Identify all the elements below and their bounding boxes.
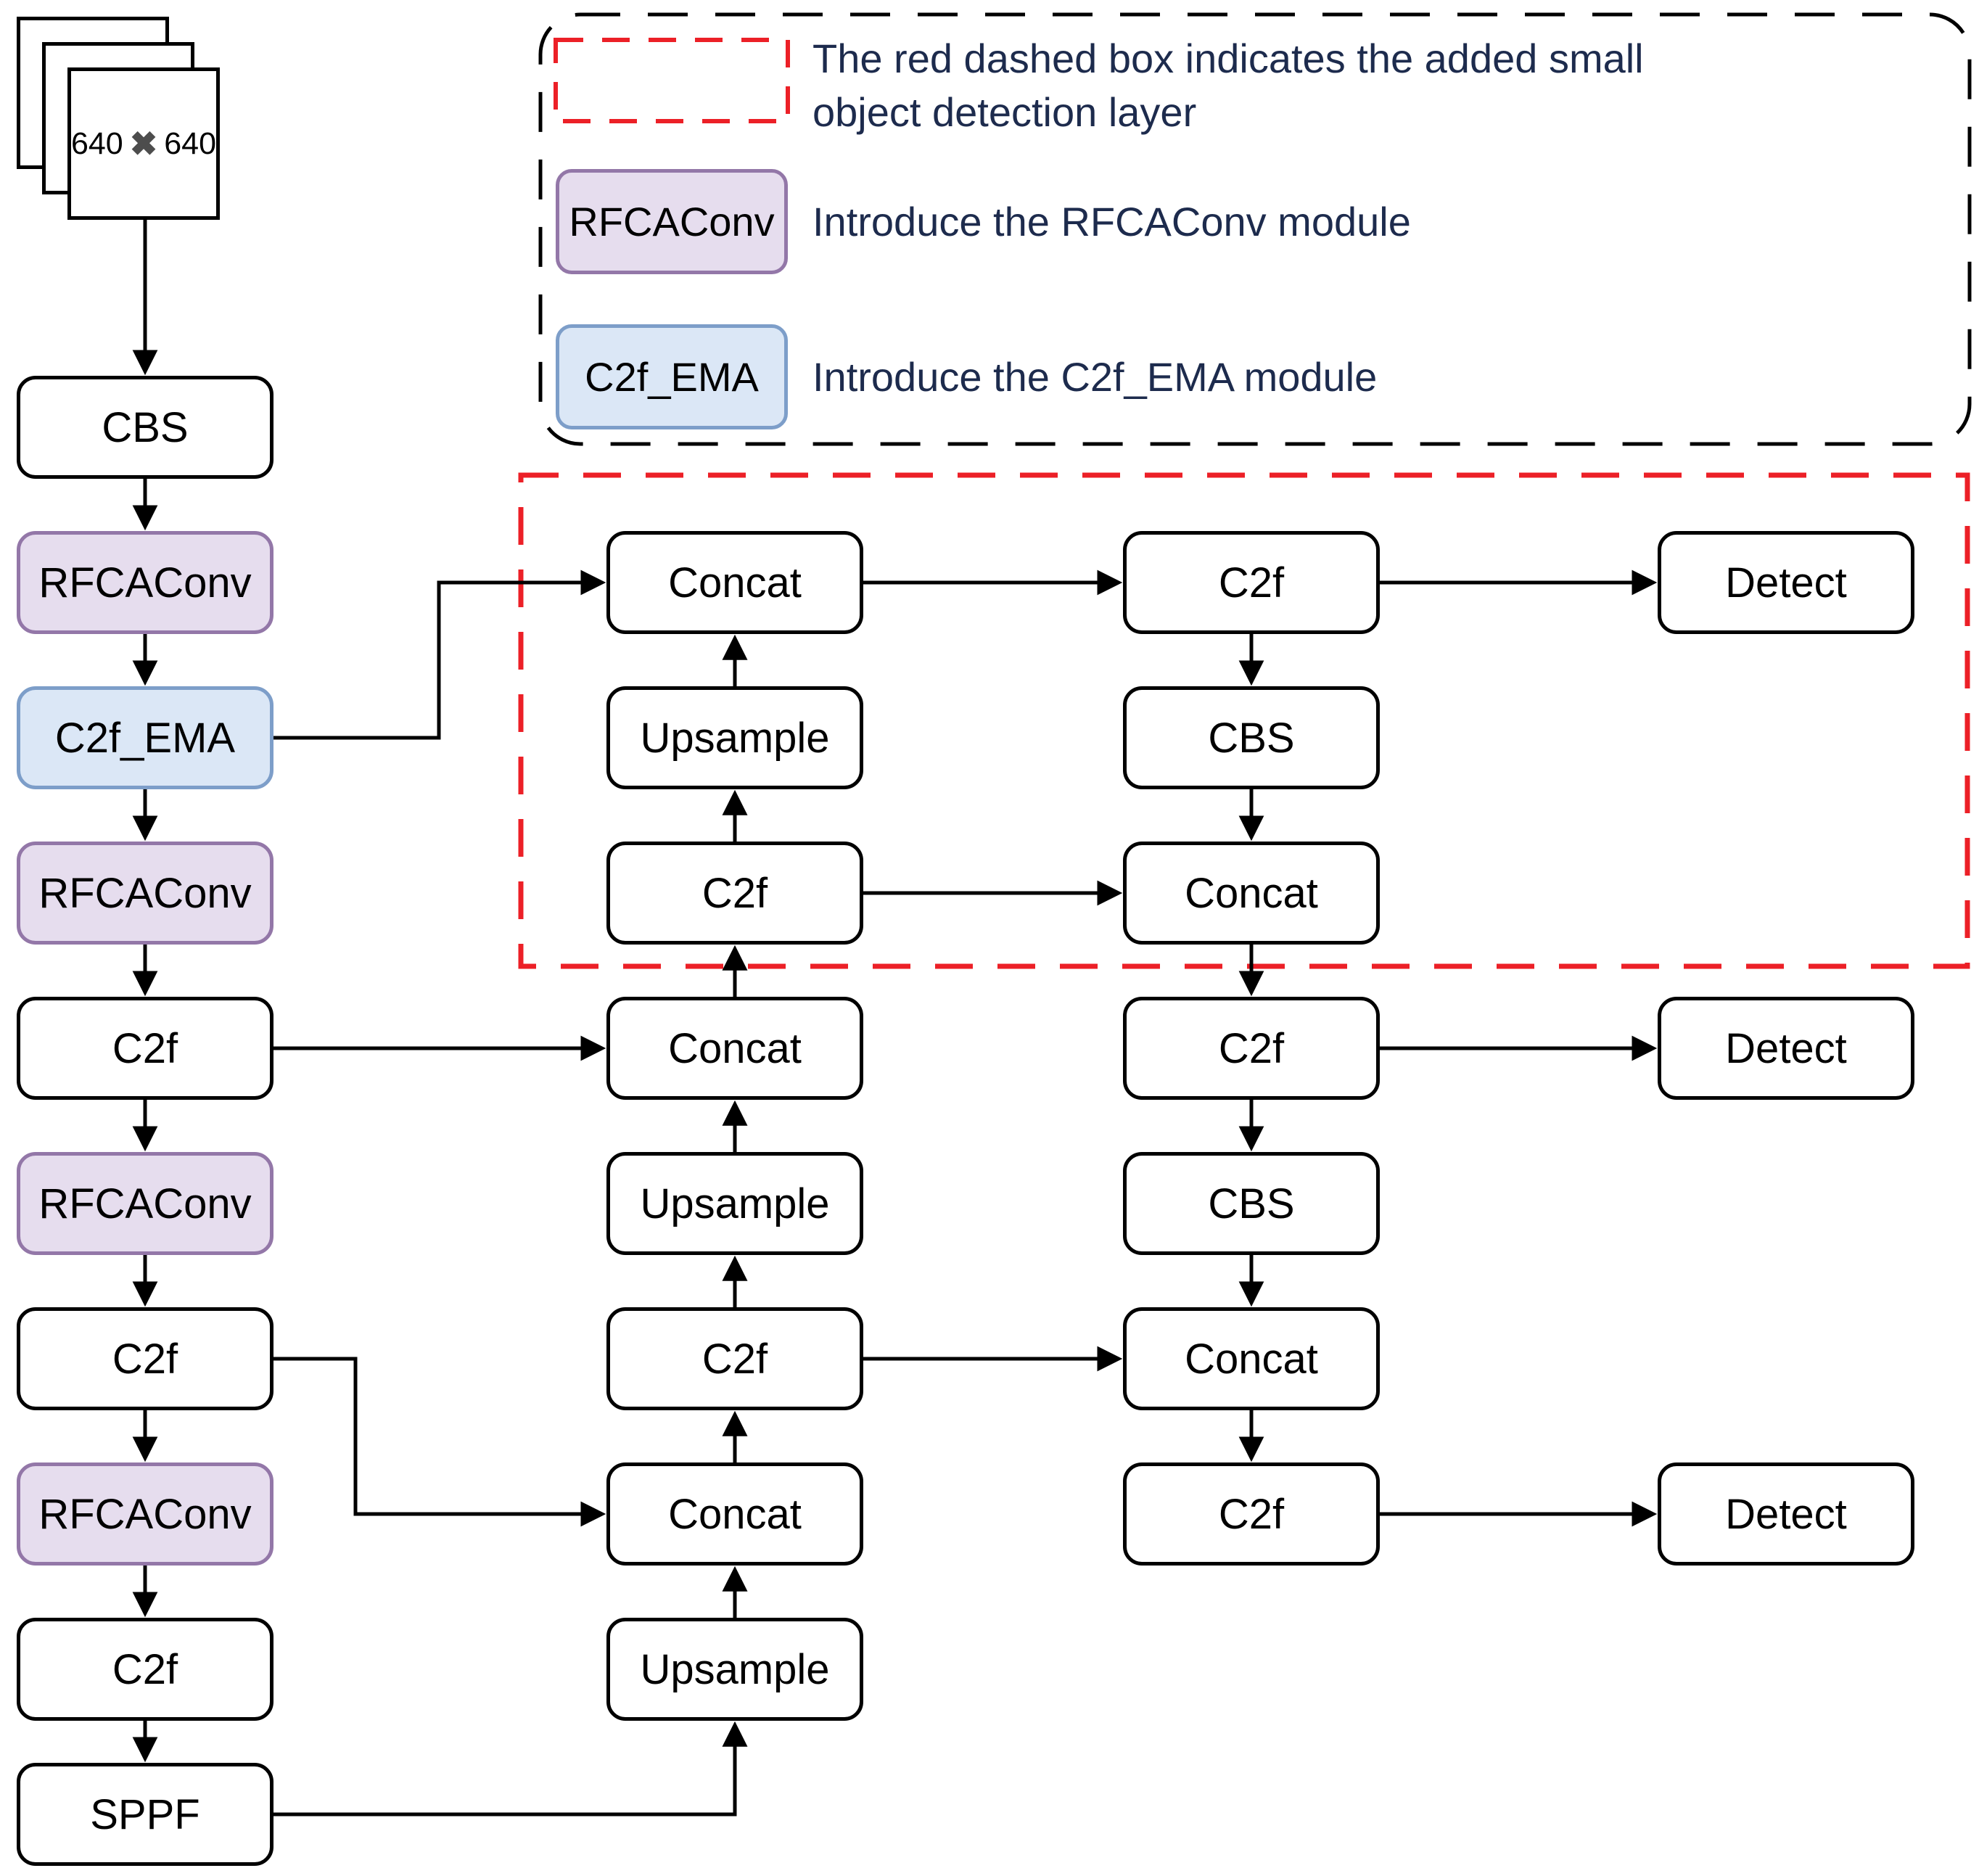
node-right-c2f-3: C2f	[1123, 1462, 1380, 1566]
node-mid-concat-3: Concat	[606, 1462, 863, 1566]
small-object-detection-region	[518, 472, 1970, 969]
input-image-frame-front	[67, 67, 220, 220]
node-mid-c2f-2: C2f	[606, 1307, 863, 1410]
legend-red-dashed-swatch	[554, 38, 790, 123]
node-backbone-c2f-2: C2f	[17, 1307, 273, 1410]
input-width: 640	[70, 126, 123, 161]
node-backbone-rfcaconv-4: RFCAConv	[17, 1462, 273, 1566]
node-backbone-c2f-3: C2f	[17, 1618, 273, 1721]
node-mid-upsample-3: Upsample	[606, 1618, 863, 1721]
node-backbone-sppf: SPPF	[17, 1763, 273, 1866]
legend-rfcaconv-desc: Introduce the RFCAConv module	[812, 199, 1411, 244]
node-mid-upsample-2: Upsample	[606, 1152, 863, 1255]
node-backbone-rfcaconv-3: RFCAConv	[17, 1152, 273, 1255]
node-backbone-rfcaconv-1: RFCAConv	[17, 531, 273, 634]
node-right-cbs-2: CBS	[1123, 1152, 1380, 1255]
skip-connections	[273, 569, 748, 1817]
legend-rfcaconv-swatch: RFCAConv	[556, 169, 788, 274]
legend-c2fema-desc: Introduce the C2f_EMA module	[812, 354, 1378, 400]
legend-note: The red dashed box indicates the added s…	[812, 32, 1944, 139]
node-mid-upsample-1: Upsample	[606, 686, 863, 789]
node-mid-concat-2: Concat	[606, 997, 863, 1100]
input-height: 640	[164, 126, 217, 161]
node-right-concat-1: Concat	[1123, 842, 1380, 945]
node-detect-2: Detect	[1658, 997, 1914, 1100]
skip-sppf-upsample3	[273, 1721, 748, 1817]
legend-note-line2: object detection layer	[812, 89, 1197, 135]
node-detect-3: Detect	[1658, 1462, 1914, 1566]
node-mid-concat-1: Concat	[606, 531, 863, 634]
legend-c2fema-swatch: C2f_EMA	[556, 324, 788, 429]
multiply-icon: ✖	[129, 125, 158, 162]
legend-note-line1: The red dashed box indicates the added s…	[812, 36, 1644, 81]
node-right-c2f-1: C2f	[1123, 531, 1380, 634]
legend-dashed-border	[538, 12, 1972, 446]
node-backbone-c2f-ema: C2f_EMA	[17, 686, 273, 789]
node-right-concat-2: Concat	[1123, 1307, 1380, 1410]
node-detect-1: Detect	[1658, 531, 1914, 634]
skip-c2fema-concat1	[273, 569, 606, 740]
node-backbone-rfcaconv-2: RFCAConv	[17, 842, 273, 945]
horizontal-arrows	[273, 569, 1658, 1527]
node-mid-c2f-1: C2f	[606, 842, 863, 945]
node-right-cbs-1: CBS	[1123, 686, 1380, 789]
node-right-c2f-2: C2f	[1123, 997, 1380, 1100]
skip-backbone-c2f2-concat3	[273, 1357, 606, 1527]
input-size-label: 640 ✖ 640	[67, 67, 220, 220]
node-backbone-cbs: CBS	[17, 376, 273, 479]
node-backbone-c2f-1: C2f	[17, 997, 273, 1100]
